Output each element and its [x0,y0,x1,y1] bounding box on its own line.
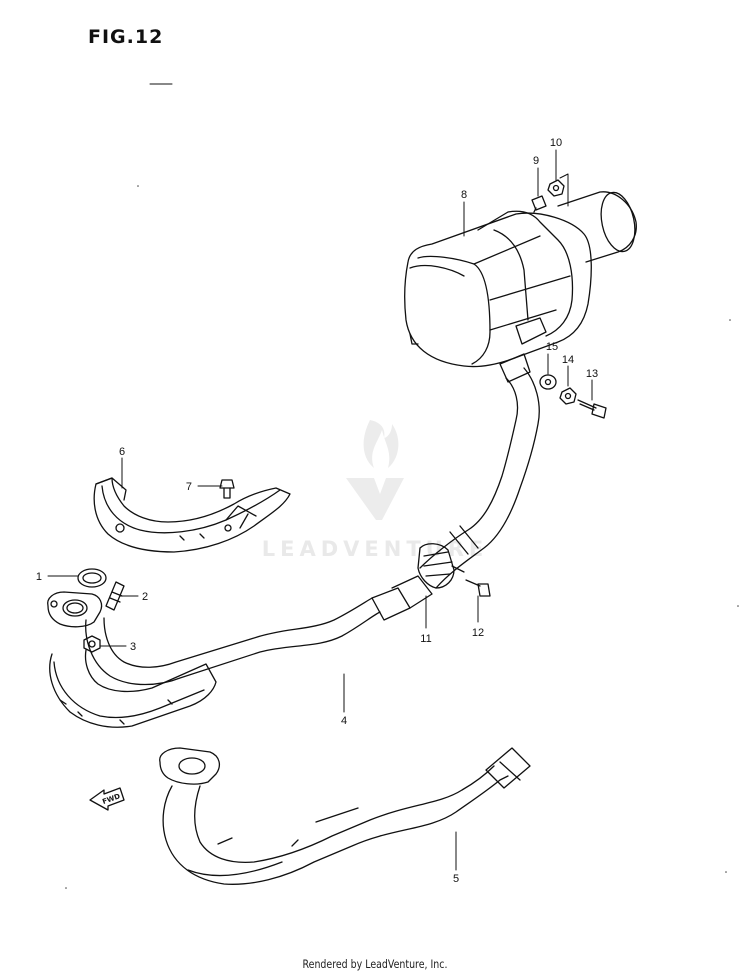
bolt-13 [577,399,607,419]
nut-3 [83,635,101,653]
callout-10: 10 [550,137,562,149]
exhaust-pipe-rear [95,747,531,885]
callout-12: 12 [472,627,484,639]
heat-shield [93,477,291,553]
callout-6: 6 [119,446,125,458]
footer-credit: Rendered by LeadVenture, Inc. [302,957,448,971]
callout-1: 1 [36,571,42,583]
leader-bracket [559,173,569,207]
watermark-text: LEADVENTURE [262,537,488,561]
callout-13: 13 [586,368,598,380]
forward-direction-arrow: FWD [89,787,125,811]
gasket-1 [77,568,107,588]
bolt-7 [219,479,235,499]
callout-5: 5 [453,873,459,885]
callout-14: 14 [562,354,574,366]
bolt-12 [465,579,491,597]
bolt-9 [531,195,547,213]
callout-labels: 1 2 3 4 5 6 7 8 9 10 11 12 13 14 15 [36,137,598,885]
nut-10 [547,179,565,197]
washer-15 [539,374,557,390]
exhaust-clamp [417,543,465,589]
callout-2: 2 [142,591,148,603]
stud-bolt-2 [105,581,125,611]
figure-title: FIG.12 [88,26,164,48]
callout-7: 7 [186,481,192,493]
callout-11: 11 [420,633,431,645]
callout-3: 3 [130,641,136,653]
callout-15: 15 [546,341,558,353]
callout-9: 9 [533,155,539,167]
nut-14 [559,387,577,405]
muffler [404,191,637,368]
callout-4: 4 [341,715,347,727]
leader-lines [47,149,593,871]
callout-8: 8 [461,189,467,201]
exhaust-pipe-front [47,353,540,728]
scan-specks [65,185,739,889]
